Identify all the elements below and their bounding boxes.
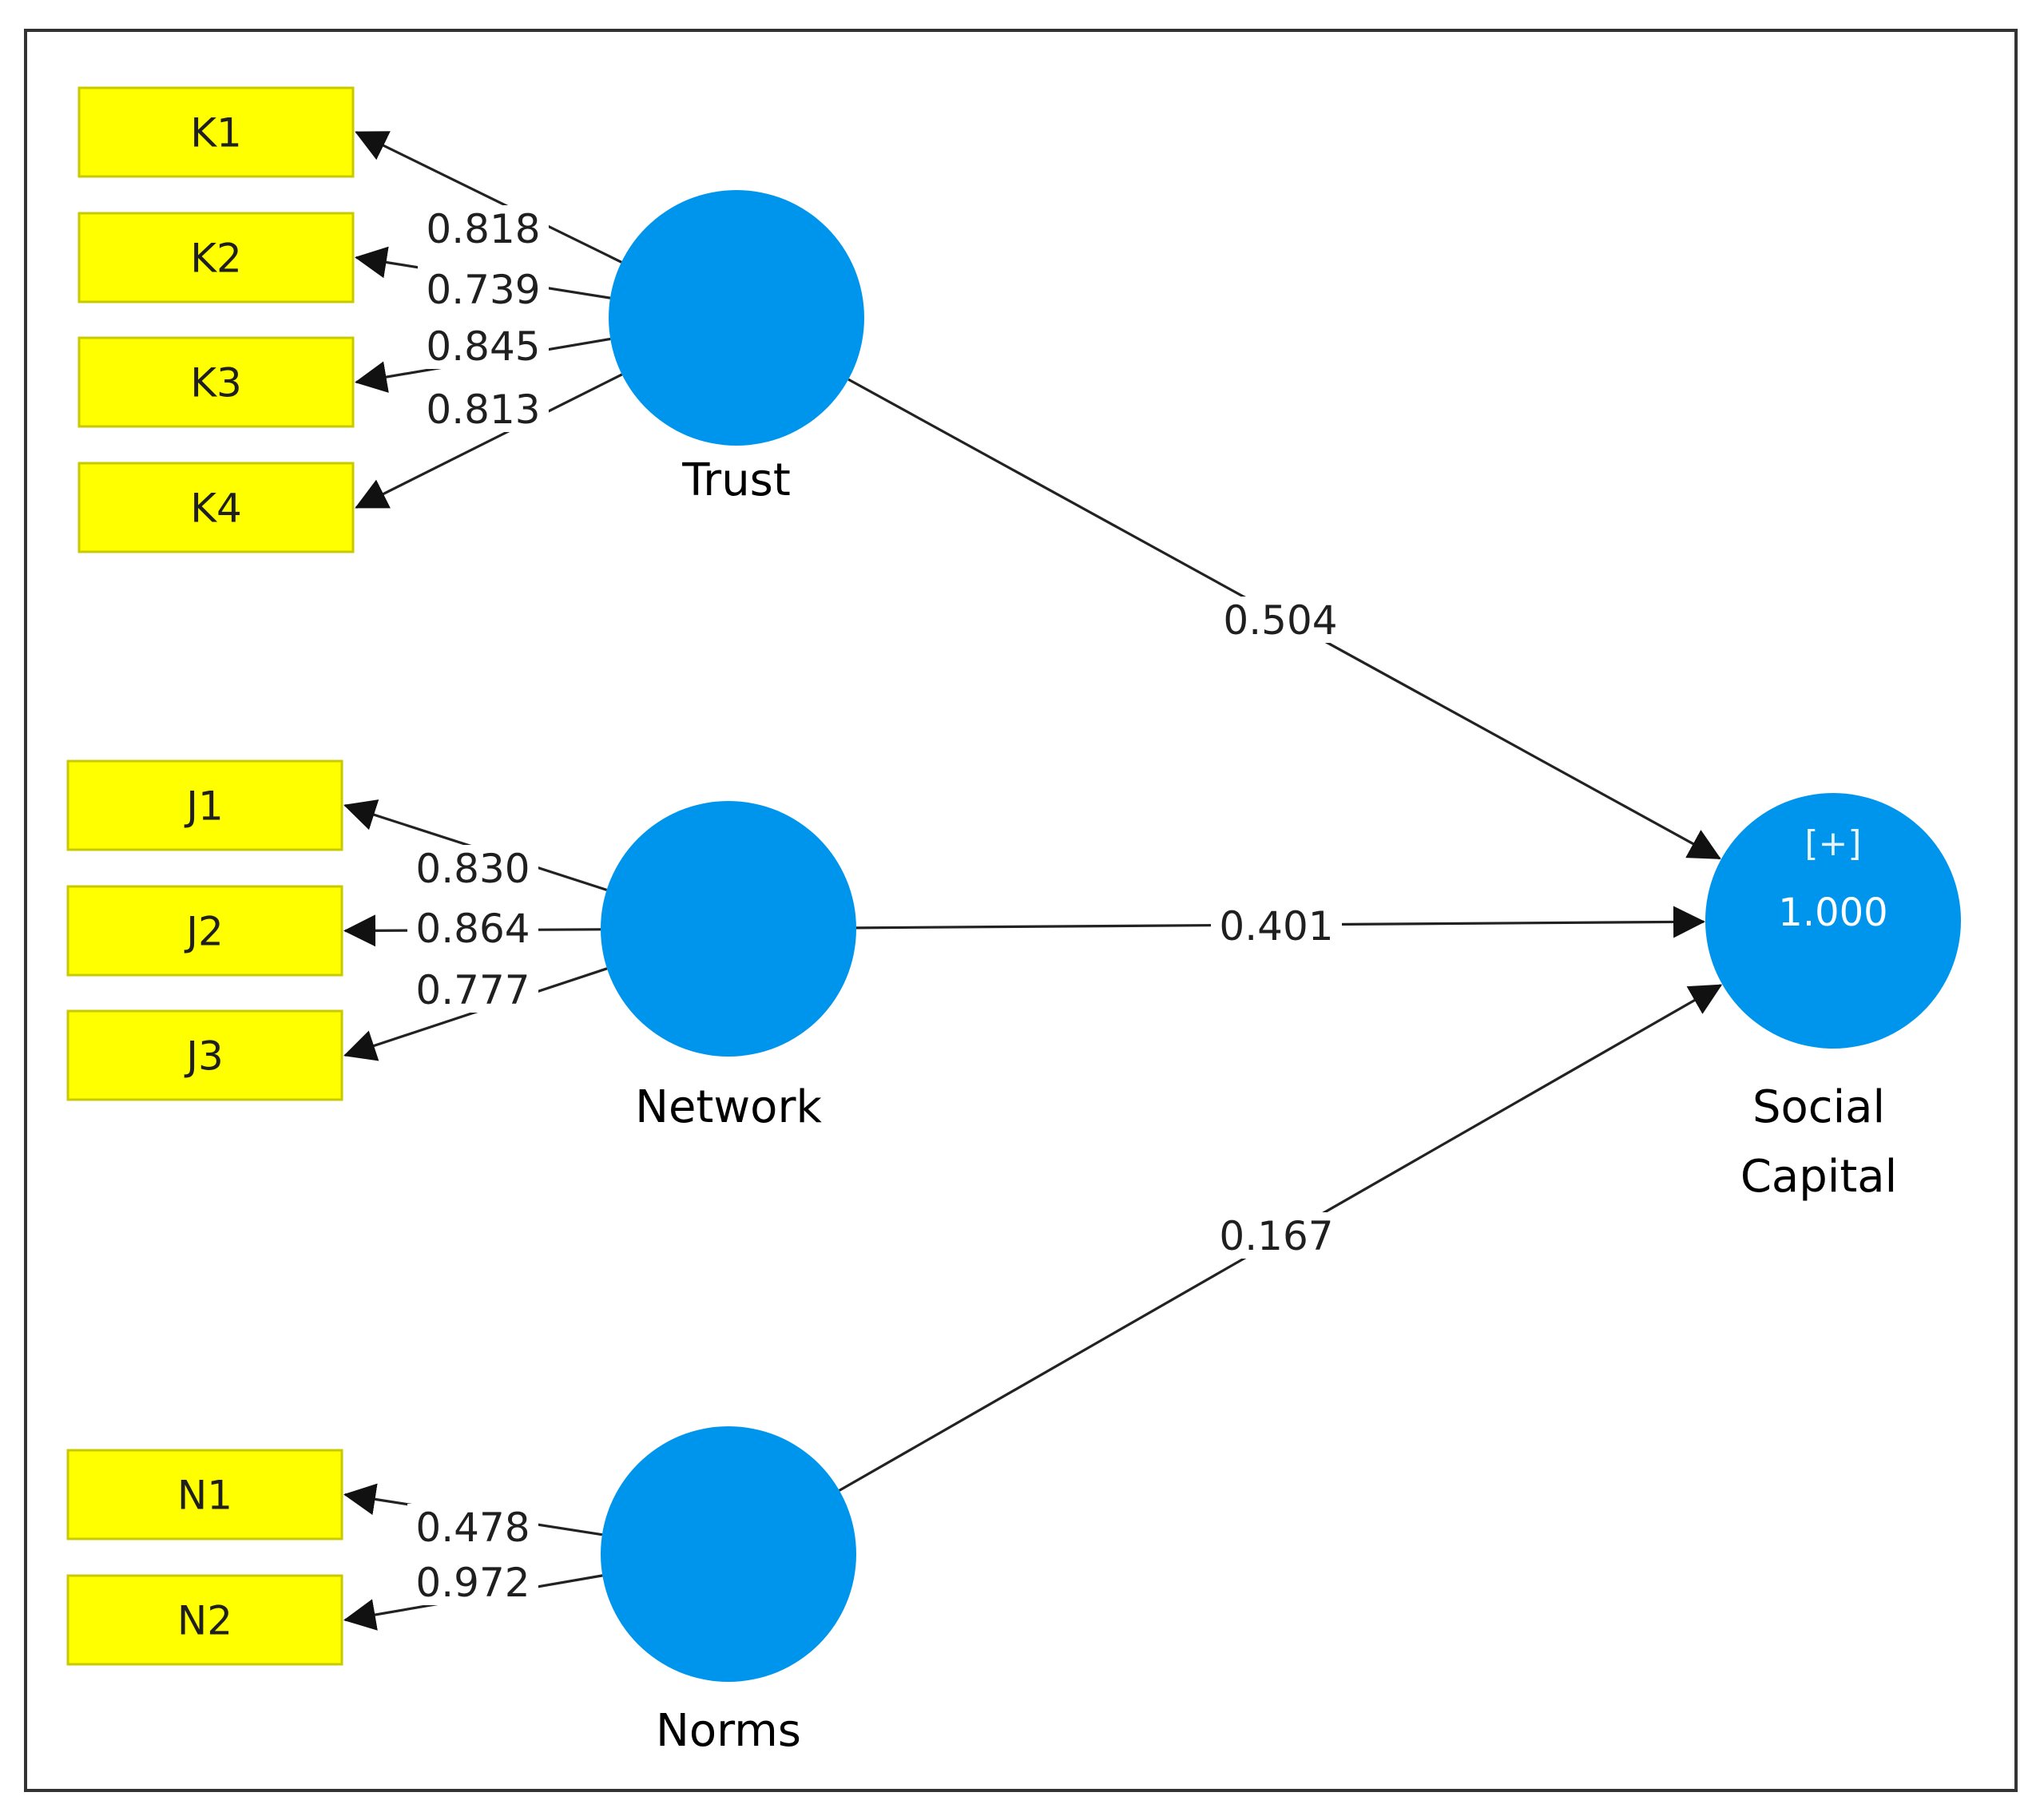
indicator-box-k1[interactable] xyxy=(77,86,355,178)
indicator-box-j2[interactable] xyxy=(66,885,343,977)
indicator-label-k1: K1 xyxy=(190,110,242,157)
indicator-label-k2: K2 xyxy=(190,236,242,282)
loading-arrow-k1 xyxy=(355,131,622,264)
loading-label-k4-group: 0.813 xyxy=(418,386,549,433)
loading-label-k4: 0.813 xyxy=(426,387,540,433)
path-coefficient-trust-background xyxy=(1215,597,1346,643)
loading-label-n2: 0.972 xyxy=(415,1560,530,1606)
loading-label-n1: 0.478 xyxy=(415,1505,530,1551)
path-coefficient-network-background xyxy=(1211,902,1342,949)
indicator-label-k3: K3 xyxy=(190,360,242,406)
loading-label-j1-background xyxy=(407,845,538,891)
loading-label-n1-group: 0.478 xyxy=(407,1504,538,1551)
indicator-k4[interactable]: K4 xyxy=(77,462,355,553)
loading-label-n2-group: 0.972 xyxy=(407,1559,538,1606)
indicator-k2[interactable]: K2 xyxy=(77,212,355,303)
loading-label-k2: 0.739 xyxy=(426,267,540,313)
path-coefficient-norms-group: 0.167 xyxy=(1211,1212,1342,1259)
path-coefficient-network-group: 0.401 xyxy=(1211,902,1342,950)
latent-circle-network[interactable] xyxy=(601,801,856,1057)
indicator-j1[interactable]: J1 xyxy=(66,759,343,851)
indicator-j3[interactable]: J3 xyxy=(66,1009,343,1101)
indicator-label-j3: J3 xyxy=(184,1033,224,1080)
latent-name-trust: Trust xyxy=(681,454,791,506)
indicator-label-n1: N1 xyxy=(177,1473,232,1519)
latent-circle-norms[interactable] xyxy=(601,1426,856,1682)
loading-label-k1-background xyxy=(418,205,549,252)
latent-norms[interactable]: Norms xyxy=(601,1426,856,1757)
latent-name-social-capital-line-2: Capital xyxy=(1740,1151,1897,1203)
path-coefficient-trust: 0.504 xyxy=(1223,597,1337,644)
indicator-box-k3[interactable] xyxy=(77,336,355,428)
indicator-label-n2: N2 xyxy=(177,1598,232,1644)
indicator-box-n1[interactable] xyxy=(66,1449,343,1540)
indicator-n1[interactable]: N1 xyxy=(66,1449,343,1540)
loading-label-k3-group: 0.845 xyxy=(418,323,549,370)
indicator-box-j3[interactable] xyxy=(66,1009,343,1101)
indicator-box-k4[interactable] xyxy=(77,462,355,553)
loading-label-k2-background xyxy=(418,266,549,312)
latent-circle-trust[interactable] xyxy=(609,190,864,446)
indicator-label-j1: J1 xyxy=(184,783,224,830)
indicator-box-k2[interactable] xyxy=(77,212,355,303)
r-squared-social-capital: 1.000 xyxy=(1778,890,1887,935)
indicator-n2[interactable]: N2 xyxy=(66,1574,343,1666)
loading-label-j3: 0.777 xyxy=(415,967,530,1013)
loading-label-k3: 0.845 xyxy=(426,323,540,370)
latent-name-norms: Norms xyxy=(656,1705,801,1757)
latent-name-social-capital-line-1: Social xyxy=(1752,1081,1885,1133)
loading-label-j1: 0.830 xyxy=(415,846,530,892)
indicator-label-j2: J2 xyxy=(184,909,224,955)
loading-label-n1-background xyxy=(407,1504,538,1550)
loading-label-j3-background xyxy=(407,966,538,1013)
latent-name-network: Network xyxy=(635,1081,822,1133)
coefficient-labels-layer: 0.818 0.739 0.845 0.813 0.830 0.864 0.777 0.478… xyxy=(407,205,1346,1606)
indicator-j2[interactable]: J2 xyxy=(66,885,343,977)
loading-label-j1-group: 0.830 xyxy=(407,845,538,892)
path-coefficient-norms: 0.167 xyxy=(1219,1213,1333,1259)
loading-label-k4-background xyxy=(418,386,549,432)
loading-label-j2-group: 0.864 xyxy=(407,905,538,952)
loading-label-j3-group: 0.777 xyxy=(407,966,538,1013)
indicator-k3[interactable]: K3 xyxy=(77,336,355,428)
latent-trust[interactable]: Trust xyxy=(609,190,864,506)
loading-label-k3-background xyxy=(418,323,549,369)
path-coefficient-norms-background xyxy=(1211,1212,1342,1259)
loading-label-j2: 0.864 xyxy=(415,906,530,952)
latent-circle-social-capital[interactable] xyxy=(1705,793,1961,1049)
indicator-box-j1[interactable] xyxy=(66,759,343,851)
expand-toggle-social-capital[interactable]: [+] xyxy=(1804,823,1861,864)
loading-label-k2-group: 0.739 xyxy=(418,266,549,313)
loading-label-k1: 0.818 xyxy=(426,206,540,252)
latent-network[interactable]: Network xyxy=(601,801,856,1133)
path-coefficient-trust-group: 0.504 xyxy=(1215,597,1346,644)
loading-label-k1-group: 0.818 xyxy=(418,205,549,252)
loading-arrow-k4 xyxy=(355,373,623,509)
indicator-k1[interactable]: K1 xyxy=(77,86,355,178)
loading-label-j2-background xyxy=(407,905,538,951)
indicator-label-k4: K4 xyxy=(190,486,242,532)
path-coefficient-network: 0.401 xyxy=(1219,903,1333,950)
indicator-box-n2[interactable] xyxy=(66,1574,343,1666)
loading-label-n2-background xyxy=(407,1559,538,1605)
